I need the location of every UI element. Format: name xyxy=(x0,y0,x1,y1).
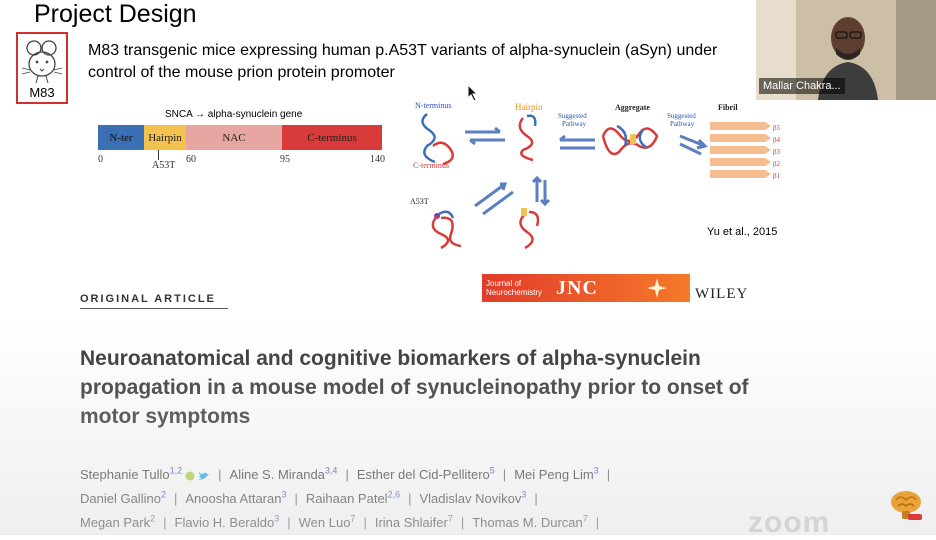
aggregation-pathway-diagram: N-terminus C-terminus Hairpin Suggested … xyxy=(410,101,781,250)
fibril-sheets xyxy=(710,122,771,178)
participant-video-tile[interactable]: Mallar Chakra... xyxy=(756,0,936,100)
author-item: Mei Peng Lim3 xyxy=(514,465,599,482)
journal-name: Journal of Neurochemistry xyxy=(486,279,543,297)
svg-text:Pathway: Pathway xyxy=(670,120,695,128)
author-item: Vladislav Novikov3 xyxy=(419,489,527,506)
mutation-marker xyxy=(158,150,159,160)
svg-text:β1: β1 xyxy=(773,172,781,180)
label-a53t: A53T xyxy=(410,197,429,206)
protein-a53t xyxy=(431,215,462,250)
arrow-equilibrium-2 xyxy=(559,134,595,150)
author-item: Stephanie Tullo1,2 xyxy=(80,466,210,482)
arrow-equilibrium-1 xyxy=(465,126,505,146)
article-type: ORIGINAL ARTICLE xyxy=(80,293,216,305)
author-item: Anoosha Attaran3 xyxy=(185,489,287,506)
svg-text:β2: β2 xyxy=(773,160,781,168)
protein-aggregate xyxy=(601,127,659,156)
segment-cterminus: C-terminus xyxy=(282,125,382,150)
segment-hairpin: Hairpin xyxy=(144,125,186,150)
citation: Yu et al., 2015 xyxy=(707,226,778,238)
tick-95: 95 xyxy=(280,154,290,165)
segment-nter: N-ter xyxy=(98,125,144,150)
author-item: Raihaan Patel2,6 xyxy=(305,489,401,506)
author-item: Irina Shlaifer7 xyxy=(374,513,453,530)
gene-bar: N-ter Hairpin NAC C-terminus xyxy=(98,125,382,150)
svg-text:β3: β3 xyxy=(773,148,781,156)
svg-text:β5: β5 xyxy=(773,124,781,132)
participant-name: Mallar Chakra... xyxy=(759,78,845,94)
star-icon xyxy=(646,278,667,298)
journal-abbr: JNC xyxy=(556,276,598,299)
label-n-terminus: N-terminus xyxy=(415,101,451,110)
protein-misfolded xyxy=(519,210,540,250)
twitter-icon xyxy=(198,471,210,480)
protein-monomer xyxy=(421,113,436,164)
author-item: Megan Park2 xyxy=(80,513,156,530)
author-item: Aline S. Miranda3,4 xyxy=(229,465,338,482)
author-item: Flavio H. Beraldo3 xyxy=(174,513,280,530)
article-type-underline xyxy=(80,308,228,309)
arrow-vertical xyxy=(531,175,551,207)
protein-hairpin xyxy=(518,117,534,162)
svg-text:Suggested: Suggested xyxy=(667,112,696,120)
svg-text:Suggested: Suggested xyxy=(558,112,587,120)
orcid-icon xyxy=(185,471,195,481)
svg-text:β4: β4 xyxy=(773,136,781,144)
label-c-terminus: C-terminus xyxy=(413,161,449,170)
zoom-watermark: zoom xyxy=(748,506,831,539)
tick-0: 0 xyxy=(98,154,103,165)
journal-banner: Journal of Neurochemistry JNC xyxy=(482,274,690,302)
author-item: Thomas M. Durcan7 xyxy=(472,513,588,530)
publisher-logo: WILEY xyxy=(695,286,749,302)
author-item: Wen Luo7 xyxy=(298,513,356,530)
paper-title: Neuroanatomical and cognitive biomarkers… xyxy=(80,347,749,428)
author-item: Esther del Cid-Pellitero5 xyxy=(356,465,495,482)
slide-title: Project Design xyxy=(34,0,197,28)
label-hairpin: Hairpin xyxy=(515,102,543,112)
project-description: M83 transgenic mice expressing human p.A… xyxy=(88,42,718,81)
label-aggregate: Aggregate xyxy=(615,103,650,112)
author-list: Stephanie Tullo1,2|Aline S. Miranda3,4|E… xyxy=(80,465,611,530)
arrow-pathway-fibril xyxy=(679,134,708,156)
arrow-diagonal xyxy=(474,182,514,216)
label-fibril: Fibril xyxy=(718,103,738,112)
mouse-label: M83 xyxy=(29,85,55,100)
svg-text:Pathway: Pathway xyxy=(562,120,587,128)
mouse-icon xyxy=(21,40,63,84)
tick-60: 60 xyxy=(186,154,196,165)
brain-logo-icon[interactable] xyxy=(888,486,924,522)
segment-nac: NAC xyxy=(186,125,282,150)
mutation-label: A53T xyxy=(152,160,176,171)
mouse-cursor-icon xyxy=(467,84,479,102)
tick-140: 140 xyxy=(370,154,385,165)
mouse-model-box: M83 xyxy=(16,32,68,104)
author-item: Daniel Gallino2 xyxy=(80,489,166,506)
gene-label: SNCA → alpha-synuclein gene xyxy=(165,109,303,120)
